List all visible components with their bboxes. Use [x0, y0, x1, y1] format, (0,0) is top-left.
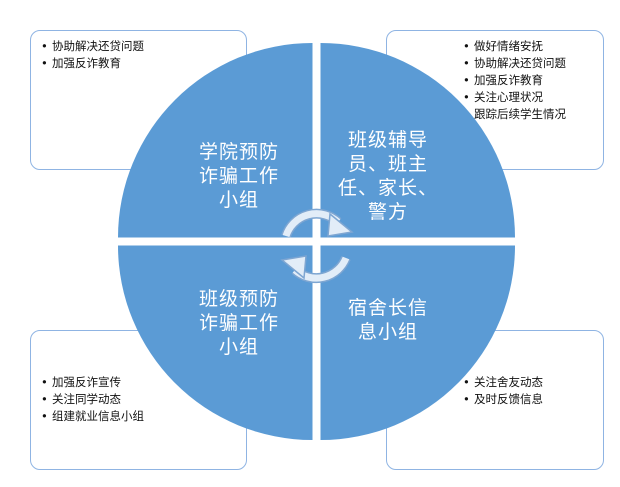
quadrant-label-line: 班级辅导 [347, 129, 428, 151]
quadrant-top-right [320, 43, 515, 238]
quadrant-bottom-left [118, 245, 313, 440]
quadrant-label-line: 警方 [367, 201, 408, 223]
callout-list-bottom-left: 加强反诈宣传关注同学动态组建就业信息小组 [41, 374, 144, 425]
list-item: 加强反诈教育 [41, 55, 144, 72]
quadrant-label-line: 员、班主 [347, 153, 428, 175]
quadrant-label-top-right: 班级辅导员、班主任、家长、警方 [338, 128, 438, 224]
list-item: 加强反诈教育 [463, 72, 566, 89]
quadrant-label-bottom-right: 宿舍长信息小组 [338, 296, 438, 344]
quadrant-label-line: 班级预防 [198, 288, 279, 310]
quadrant-label-line: 诈骗工作 [198, 165, 279, 187]
quadrant-label-line: 任、家长、 [338, 177, 439, 199]
list-item: 关注舍友动态 [463, 374, 543, 391]
quadrant-label-top-left: 学院预防诈骗工作小组 [180, 140, 298, 212]
quadrant-label-line: 宿舍长信 [347, 297, 428, 319]
callout-list-bottom-right: 关注舍友动态及时反馈信息 [463, 374, 543, 408]
quadrant-bottom-right [320, 245, 515, 440]
quadrant-label-line: 小组 [218, 189, 259, 211]
list-item: 关注心理状况 [463, 89, 566, 106]
circular-arrows-icon [280, 208, 354, 284]
list-item: 协助解决还贷问题 [463, 55, 566, 72]
quadrant-label-line: 学院预防 [198, 141, 279, 163]
list-item: 协助解决还贷问题 [41, 38, 144, 55]
list-item: 做好情绪安抚 [463, 38, 566, 55]
list-item: 组建就业信息小组 [41, 408, 144, 425]
quadrant-top-left [118, 43, 313, 238]
list-item: 及时反馈信息 [463, 391, 543, 408]
quadrant-label-line: 息小组 [357, 321, 418, 343]
list-item: 关注同学动态 [41, 391, 144, 408]
quadrant-label-line: 诈骗工作 [198, 312, 279, 334]
quadrant-label-bottom-left: 班级预防诈骗工作小组 [180, 287, 298, 359]
list-item: 加强反诈宣传 [41, 374, 144, 391]
quadrant-label-line: 小组 [218, 336, 259, 358]
callout-list-top-left: 协助解决还贷问题加强反诈教育 [41, 38, 144, 72]
callout-list-top-right: 做好情绪安抚协助解决还贷问题加强反诈教育关注心理状况跟踪后续学生情况 [463, 38, 566, 123]
